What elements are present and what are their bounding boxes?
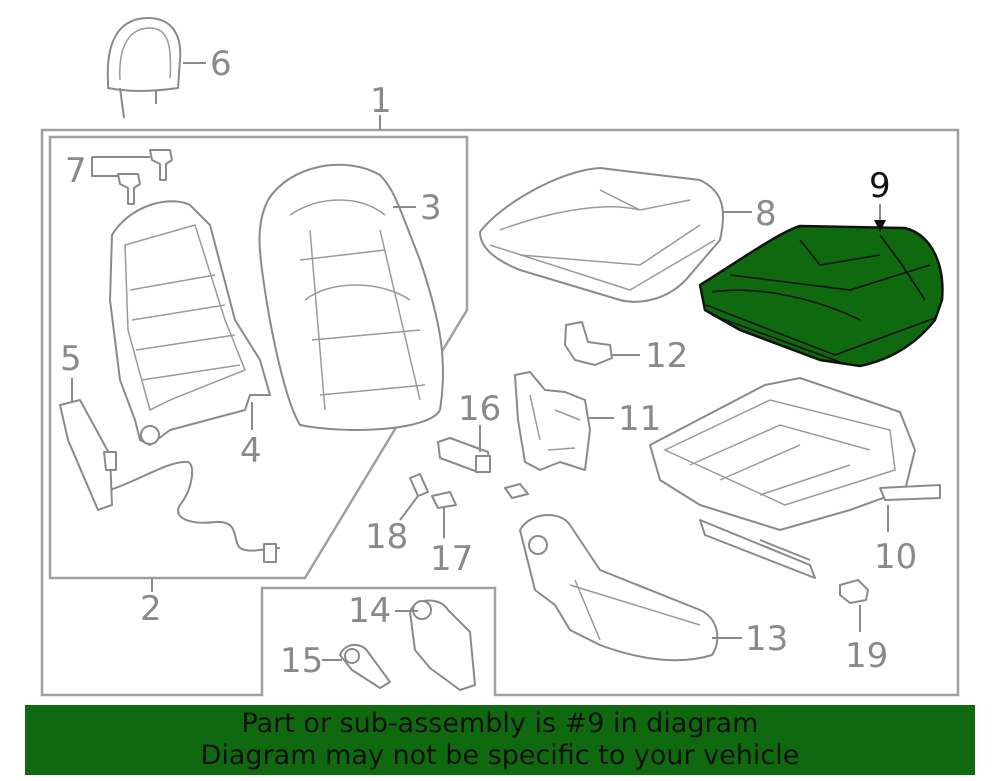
connector-part[interactable] — [437, 437, 491, 473]
cushion-cover-part[interactable] — [479, 167, 725, 303]
callout-3: 3 — [420, 188, 442, 228]
callout-15: 15 — [280, 641, 323, 681]
clip-part-18[interactable] — [409, 473, 429, 497]
callout-9-arrow — [874, 220, 886, 232]
side-panel-part[interactable] — [59, 399, 117, 511]
callout-18: 18 — [365, 517, 408, 557]
clip-part-17[interactable] — [431, 491, 457, 509]
knob-part[interactable] — [339, 643, 391, 689]
seatback-frame-part[interactable] — [109, 200, 281, 563]
leader-lines — [71, 62, 889, 661]
callout-1: 1 — [370, 81, 392, 121]
callout-19: 19 — [845, 636, 888, 676]
assembly-frame — [40, 128, 960, 697]
side-bracket-part[interactable] — [514, 371, 591, 471]
callout-12: 12 — [645, 336, 688, 376]
callout-10: 10 — [874, 537, 917, 577]
small-clip-part[interactable] — [504, 483, 529, 499]
callout-5: 5 — [60, 339, 82, 379]
side-shield-part[interactable] — [519, 513, 719, 662]
trim-cover-part[interactable] — [409, 599, 476, 691]
callout-7: 7 — [65, 151, 87, 191]
banner-line-1: Part or sub-assembly is #9 in diagram — [241, 708, 759, 739]
callout-17: 17 — [430, 539, 473, 579]
callout-4: 4 — [240, 431, 262, 471]
callout-11: 11 — [618, 399, 661, 439]
bracket-part[interactable] — [564, 321, 613, 366]
seatback-frame — [48, 135, 469, 580]
callout-8: 8 — [755, 194, 777, 234]
clip-parts[interactable] — [117, 149, 173, 205]
callout-9: 9 — [869, 166, 891, 206]
clip-part-19[interactable] — [839, 579, 869, 604]
callout-13: 13 — [745, 619, 788, 659]
seat-frame-part[interactable] — [649, 377, 941, 579]
callout-2: 2 — [140, 589, 162, 629]
callout-6: 6 — [210, 44, 232, 84]
cushion-pad-part-highlighted[interactable] — [698, 224, 944, 368]
headrest-part[interactable] — [106, 17, 182, 119]
seatback-cover-part[interactable] — [258, 163, 445, 431]
callout-labels: 1 2 3 4 5 6 7 8 9 10 11 12 13 14 15 16 1… — [60, 44, 917, 681]
banner-line-2: Diagram may not be specific to your vehi… — [200, 740, 800, 771]
callout-14: 14 — [348, 591, 391, 631]
notice-banner: Part or sub-assembly is #9 in diagram Di… — [25, 705, 975, 775]
callout-16: 16 — [458, 389, 501, 429]
